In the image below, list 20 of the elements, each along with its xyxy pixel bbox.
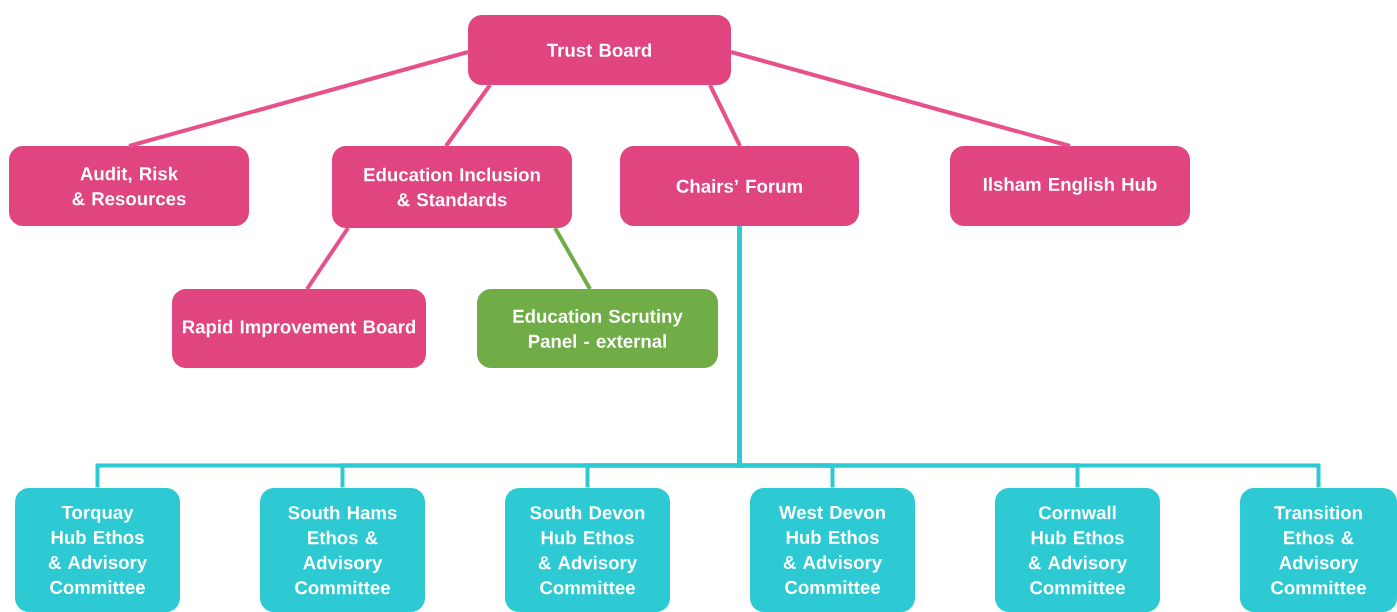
org-box: West Devon Hub Ethos & Advisory Committee bbox=[750, 488, 915, 612]
org-box: Torquay Hub Ethos & Advisory Committee bbox=[15, 488, 180, 612]
org-box: Trust Board bbox=[468, 15, 731, 85]
connector-line bbox=[708, 84, 742, 147]
org-box: Education Scrutiny Panel - external bbox=[477, 289, 718, 368]
org-box: South Hams Ethos & Advisory Committee bbox=[260, 488, 425, 612]
org-box: South Devon Hub Ethos & Advisory Committee bbox=[505, 488, 670, 612]
org-box: Rapid Improvement Board bbox=[172, 289, 426, 368]
org-box: Chairs’ Forum bbox=[620, 146, 859, 226]
org-box: Cornwall Hub Ethos & Advisory Committee bbox=[995, 488, 1160, 612]
connector-line bbox=[128, 50, 469, 148]
connector-line bbox=[444, 83, 492, 148]
org-box: Ilsham English Hub bbox=[950, 146, 1190, 226]
connector-line bbox=[730, 50, 1071, 148]
connector-line bbox=[305, 226, 350, 291]
connector-line bbox=[737, 226, 1321, 488]
org-box: Audit, Risk & Resources bbox=[9, 146, 249, 226]
org-box: Education Inclusion & Standards bbox=[332, 146, 572, 228]
connector-line bbox=[553, 227, 592, 290]
org-box: Transition Ethos & Advisory Committee bbox=[1240, 488, 1397, 612]
